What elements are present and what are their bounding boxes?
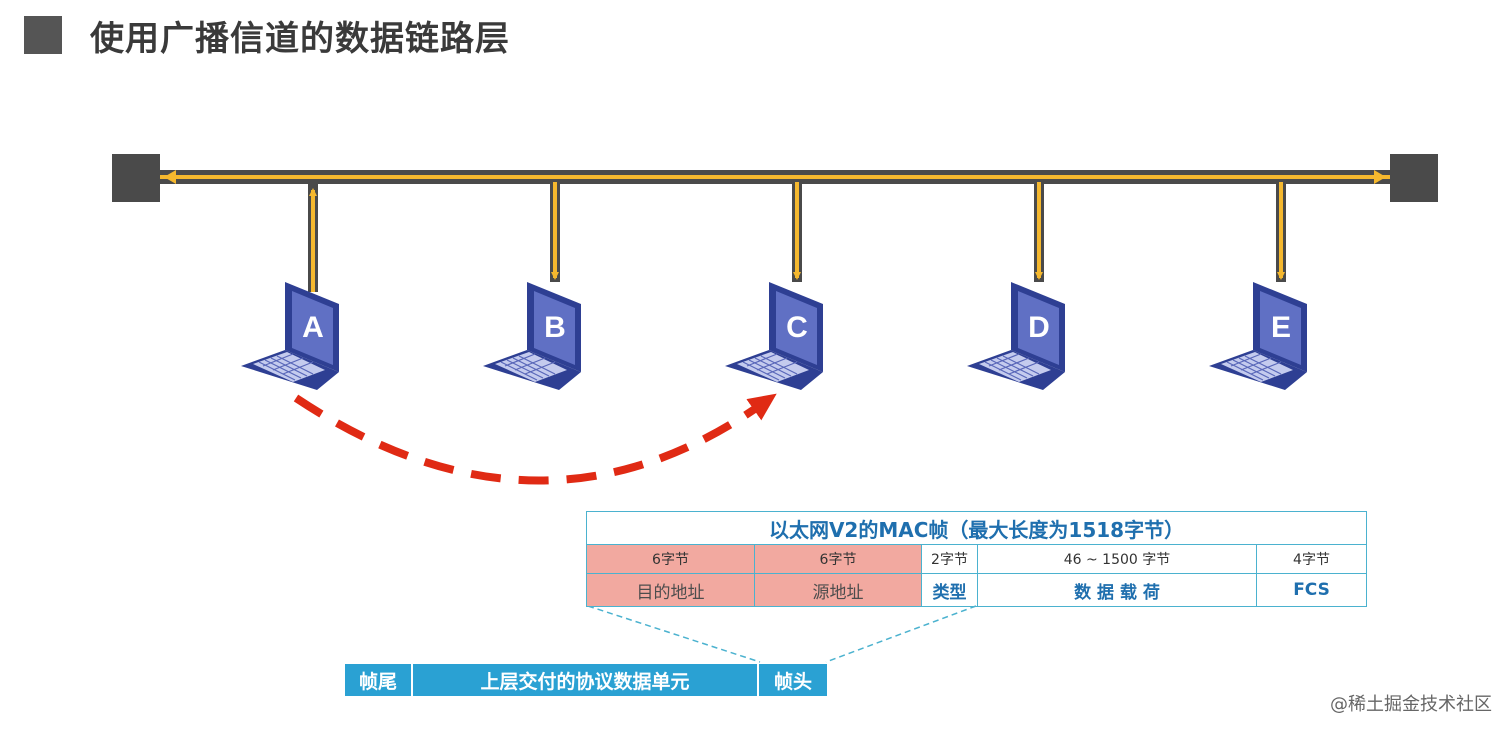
slide-title: 使用广播信道的数据链路层	[24, 10, 510, 60]
drop-cable-e	[1276, 182, 1286, 282]
upper-layer-pdu-cell: 上层交付的协议数据单元	[413, 664, 759, 696]
frame-head-cell: 帧头	[759, 664, 827, 696]
field-source-address: 源地址	[754, 573, 922, 607]
size-destination-address: 6字节	[586, 544, 755, 574]
field-type: 类型	[921, 573, 978, 607]
ethernet-v2-frame-table: 以太网V2的MAC帧（最大长度为1518字节） 6字节 6字节 2字节 46 ~…	[585, 511, 1368, 607]
signal-arrowhead-left	[164, 170, 176, 184]
page-title: 使用广播信道的数据链路层	[90, 18, 510, 59]
host-a-laptop-icon	[240, 281, 340, 391]
host-label-e: E	[1271, 311, 1291, 344]
connector-line-left	[587, 605, 761, 663]
drop-cable-b	[550, 182, 560, 282]
encapsulated-frame-bar: 帧尾 上层交付的协议数据单元 帧头	[345, 664, 827, 696]
drop-cable-d	[1034, 182, 1044, 282]
watermark: @稀土掘金技术社区	[1330, 694, 1492, 715]
connector-line-right	[825, 605, 977, 663]
size-payload: 46 ~ 1500 字节	[977, 544, 1257, 574]
signal-arrowhead-right	[1374, 170, 1386, 184]
bus-terminator-left	[112, 154, 160, 202]
drop-cable-c	[792, 182, 802, 282]
title-bullet-square	[24, 16, 62, 54]
frame-tail-cell: 帧尾	[345, 664, 413, 696]
drop-cable-a	[308, 182, 318, 292]
size-fcs: 4字节	[1255, 544, 1368, 574]
size-type: 2字节	[921, 544, 978, 574]
field-destination-address: 目的地址	[586, 573, 755, 607]
host-e-laptop-icon	[1208, 281, 1308, 391]
size-source-address: 6字节	[754, 544, 922, 574]
transmission-arrow-a-to-c	[293, 393, 777, 485]
frame-title: 以太网V2的MAC帧（最大长度为1518字节）	[585, 511, 1368, 545]
host-label-b: B	[544, 311, 566, 344]
field-payload: 数 据 载 荷	[977, 573, 1257, 607]
host-label-c: C	[786, 311, 808, 344]
host-d-laptop-icon	[966, 281, 1066, 391]
host-c-laptop-icon	[724, 281, 824, 391]
host-b-laptop-icon	[482, 281, 582, 391]
field-fcs: FCS	[1255, 573, 1368, 607]
bus-terminator-right	[1390, 154, 1438, 202]
host-label-d: D	[1028, 311, 1050, 344]
host-label-a: A	[302, 311, 324, 344]
